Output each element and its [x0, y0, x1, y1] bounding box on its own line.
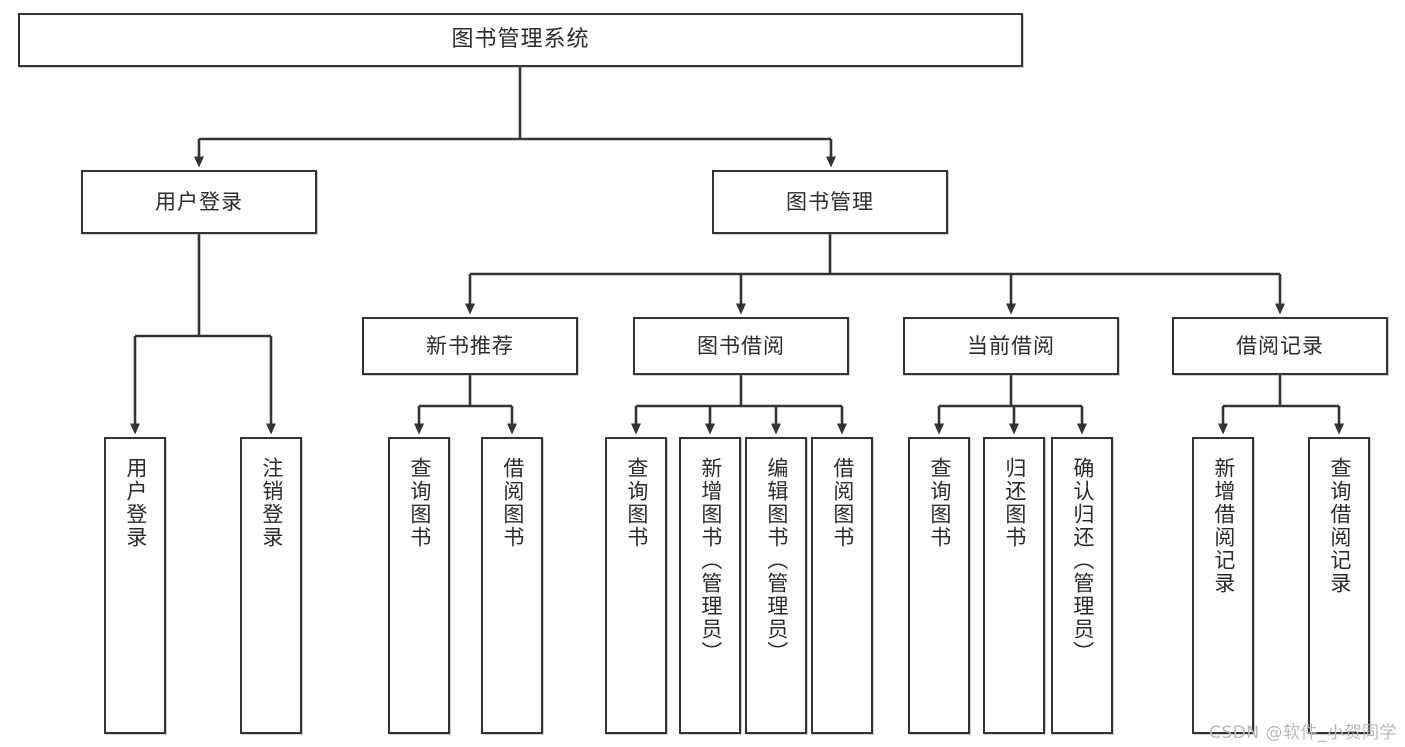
leaf-add-book-admin[interactable]: 新增图书（管理员）	[679, 437, 741, 734]
node-label: 新增借阅记录	[1211, 457, 1236, 595]
node-label: 新增图书（管理员）	[698, 457, 723, 664]
node-book-management[interactable]: 图书管理	[712, 170, 948, 234]
node-label: 查询图书	[624, 457, 649, 549]
node-user-login[interactable]: 用户登录	[81, 170, 317, 234]
node-label: 查询图书	[927, 457, 952, 549]
leaf-user-logout[interactable]: 注销登录	[240, 437, 302, 734]
node-label: 图书借阅	[697, 333, 785, 358]
node-new-book-recommend[interactable]: 新书推荐	[362, 317, 578, 375]
node-label: 归还图书	[1002, 457, 1027, 549]
node-root[interactable]: 图书管理系统	[18, 13, 1023, 67]
node-book-borrow[interactable]: 图书借阅	[633, 317, 849, 375]
node-label: 查询借阅记录	[1327, 457, 1352, 595]
leaf-return-book[interactable]: 归还图书	[983, 437, 1045, 734]
node-label: 图书管理系统	[451, 27, 590, 53]
leaf-borrow-book-2[interactable]: 借阅图书	[811, 437, 873, 734]
leaf-query-book-3[interactable]: 查询图书	[908, 437, 970, 734]
leaf-borrow-book-1[interactable]: 借阅图书	[481, 437, 543, 734]
node-label: 用户登录	[123, 457, 148, 549]
node-label: 借阅记录	[1236, 333, 1324, 358]
node-label: 图书管理	[786, 189, 874, 214]
leaf-query-borrow-record[interactable]: 查询借阅记录	[1308, 437, 1370, 734]
node-label: 查询图书	[407, 457, 432, 549]
node-label: 借阅图书	[830, 457, 855, 549]
node-label: 编辑图书（管理员）	[764, 457, 789, 664]
node-label: 借阅图书	[500, 457, 525, 549]
csdn-watermark: CSDN @软件_小贺同学	[1209, 723, 1397, 743]
node-label: 确认归还（管理员）	[1070, 457, 1095, 664]
leaf-query-book-2[interactable]: 查询图书	[605, 437, 667, 734]
node-current-borrow[interactable]: 当前借阅	[903, 317, 1119, 375]
node-label: 当前借阅	[967, 333, 1055, 358]
node-label: 新书推荐	[426, 333, 514, 358]
leaf-edit-book-admin[interactable]: 编辑图书（管理员）	[745, 437, 807, 734]
leaf-user-login[interactable]: 用户登录	[104, 437, 166, 734]
leaf-confirm-return-admin[interactable]: 确认归还（管理员）	[1051, 437, 1113, 734]
node-label: 注销登录	[259, 457, 284, 549]
node-borrow-record[interactable]: 借阅记录	[1172, 317, 1388, 375]
leaf-add-borrow-record[interactable]: 新增借阅记录	[1192, 437, 1254, 734]
leaf-query-book-1[interactable]: 查询图书	[388, 437, 450, 734]
node-label: 用户登录	[155, 189, 243, 214]
